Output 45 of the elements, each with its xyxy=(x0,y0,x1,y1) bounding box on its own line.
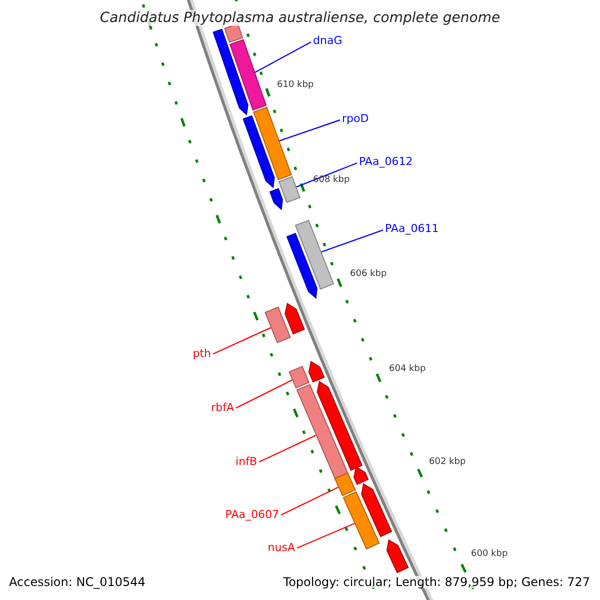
pointed-gene-bar xyxy=(386,539,409,574)
leader-line xyxy=(279,119,340,142)
gene-bar xyxy=(334,472,356,496)
pointed-gene-bar xyxy=(242,115,275,188)
gene-label: PAa_0611 xyxy=(385,223,439,234)
pointed-gene-bar xyxy=(284,302,305,334)
pointed-gene-bar xyxy=(212,28,248,116)
gene-label: infB xyxy=(236,456,257,467)
gene-label: nusA xyxy=(268,542,295,553)
pointed-gene-bar xyxy=(286,232,318,299)
scale-label: 602 kbp xyxy=(429,458,466,467)
gene-bar xyxy=(264,306,291,344)
gene-bar xyxy=(342,491,380,550)
leader-line xyxy=(236,379,292,409)
gene-bar xyxy=(294,220,334,290)
gene-label: PAa_0607 xyxy=(225,509,279,520)
genome-info-text: Topology: circular; Length: 879,959 bp; Genes: 727 xyxy=(283,576,590,588)
gene-bar xyxy=(224,23,244,43)
gene-label: PAa_0612 xyxy=(359,156,413,167)
gene-label: rbfA xyxy=(211,402,234,413)
scale-label: 608 kbp xyxy=(313,176,350,185)
gene-bar xyxy=(252,106,292,180)
scale-label: 604 kbp xyxy=(389,365,426,374)
gene-bar xyxy=(288,366,310,389)
pointed-gene-bar xyxy=(269,188,284,210)
leader-line xyxy=(280,486,338,516)
scale-label: 606 kbp xyxy=(350,270,387,279)
gene-label: pth xyxy=(192,348,211,359)
pointed-gene-bar xyxy=(316,380,363,471)
scale-label: 610 kbp xyxy=(277,81,314,90)
pointed-gene-bar xyxy=(308,360,325,383)
pointed-gene-bar xyxy=(353,466,369,485)
gene-bar xyxy=(278,176,301,204)
pointed-gene-bar xyxy=(361,483,392,538)
gene-bar xyxy=(229,39,267,111)
gene-label: dnaG xyxy=(313,35,342,46)
leader-line xyxy=(296,522,355,549)
leader-line xyxy=(296,162,358,188)
leader-line xyxy=(321,229,384,253)
scale-label: 600 kbp xyxy=(471,550,508,559)
leader-line xyxy=(212,327,272,355)
gene-label: rpoD xyxy=(342,113,369,124)
leader-line xyxy=(254,41,312,73)
leader-line xyxy=(258,434,316,463)
accession-text: Accession: NC_010544 xyxy=(9,576,146,588)
